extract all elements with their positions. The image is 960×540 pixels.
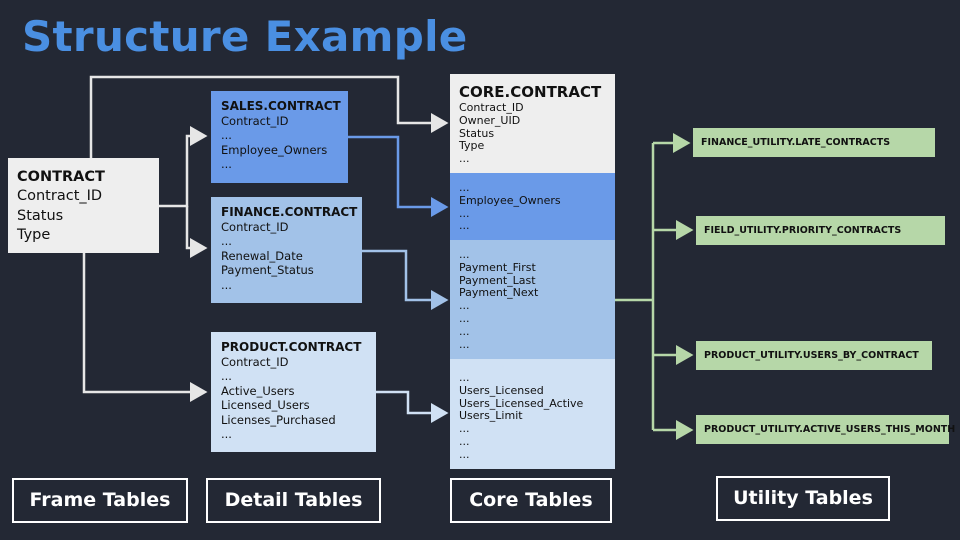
table-field: Licensed_Users <box>221 398 310 412</box>
core-segment-product: ... Users_Licensed Users_Licensed_Active… <box>450 359 615 469</box>
table-field: Payment_Status <box>221 263 314 277</box>
core-segment-finance: ... Payment_First Payment_Last Payment_N… <box>450 240 615 359</box>
connector-frame-product <box>82 253 208 402</box>
table-field: Owner_UID <box>459 113 521 127</box>
table-field: ... <box>221 157 232 171</box>
table-field: ... <box>459 248 470 261</box>
core-segment-base: CORE.CONTRACT Contract_ID Owner_UID Stat… <box>450 74 615 173</box>
table-header: CORE.CONTRACT <box>459 83 602 101</box>
table-field: Employee_Owners <box>459 193 561 207</box>
frame-table-contract: CONTRACT Contract_ID Status Type <box>8 158 159 253</box>
table-field: Contract_ID <box>221 113 289 128</box>
table-field: ... <box>459 152 470 166</box>
table-field: ... <box>221 369 232 383</box>
table-field: Users_Licensed <box>459 383 544 397</box>
connector-sales-core <box>348 135 449 217</box>
utility-table-priority-contracts: FIELD_UTILITY.PRIORITY_CONTRACTS <box>696 216 945 245</box>
table-field: Contract_ID <box>17 188 103 204</box>
connector-frame-core <box>89 75 449 158</box>
label-utility-tables: Utility Tables <box>716 476 890 521</box>
table-field: ... <box>459 337 470 351</box>
core-segment-sales: ... Employee_Owners ... ... <box>450 173 615 240</box>
table-header: FINANCE.CONTRACT <box>221 205 358 219</box>
detail-table-sales: SALES.CONTRACT Contract_ID ... Employee_… <box>211 91 348 183</box>
table-field: ... <box>221 234 232 248</box>
table-field: Type <box>459 139 485 153</box>
table-field: ... <box>459 324 470 338</box>
table-header: PRODUCT.CONTRACT <box>221 340 362 354</box>
label-frame-tables: Frame Tables <box>12 478 188 523</box>
table-field: ... <box>459 311 470 325</box>
detail-table-product: PRODUCT.CONTRACT Contract_ID ... Active_… <box>211 332 376 452</box>
table-field: Renewal_Date <box>221 248 303 263</box>
connector-finance-core <box>362 249 449 310</box>
table-field: Licenses_Purchased <box>221 412 336 427</box>
detail-table-finance: FINANCE.CONTRACT Contract_ID ... Renewal… <box>211 197 362 303</box>
table-field: ... <box>459 371 470 384</box>
core-table-contract: CORE.CONTRACT Contract_ID Owner_UID Stat… <box>450 74 615 469</box>
table-field: ... <box>221 427 232 441</box>
page-title: Structure Example <box>22 12 468 61</box>
table-field: ... <box>221 128 232 142</box>
connector-product-core <box>376 390 449 423</box>
table-field: Payment_Next <box>459 286 539 300</box>
table-field: ... <box>459 181 470 194</box>
table-field: Users_Limit <box>459 409 523 423</box>
utility-table-late-contracts: FINANCE_UTILITY.LATE_CONTRACTS <box>693 128 935 157</box>
table-field: Contract_ID <box>459 101 524 114</box>
table-field: Employee_Owners <box>221 142 328 157</box>
label-core-tables: Core Tables <box>450 478 612 523</box>
table-field: ... <box>459 434 470 448</box>
table-field: ... <box>459 447 470 461</box>
utility-table-active-users: PRODUCT_UTILITY.ACTIVE_USERS_THIS_MONTH <box>696 415 955 444</box>
table-field: ... <box>459 219 470 233</box>
table-header: SALES.CONTRACT <box>221 99 341 113</box>
connector-frame-detail <box>159 126 208 208</box>
table-field: Payment_First <box>459 260 536 274</box>
table-field: Users_Licensed_Active <box>459 396 584 410</box>
table-field: Status <box>17 207 64 224</box>
table-field: Contract_ID <box>221 354 289 369</box>
table-field: ... <box>459 299 470 313</box>
label-detail-tables: Detail Tables <box>206 478 381 523</box>
table-field: ... <box>221 277 232 292</box>
table-field: Type <box>17 227 51 243</box>
table-field: Active_Users <box>221 383 295 398</box>
table-field: Contract_ID <box>221 219 289 234</box>
table-field: ... <box>459 422 470 436</box>
table-header: CONTRACT <box>17 169 105 185</box>
table-field: Payment_Last <box>459 273 536 287</box>
table-field: Status <box>459 126 495 140</box>
utility-table-users-by-contract: PRODUCT_UTILITY.USERS_BY_CONTRACT <box>696 341 932 370</box>
table-field: ... <box>459 206 470 220</box>
